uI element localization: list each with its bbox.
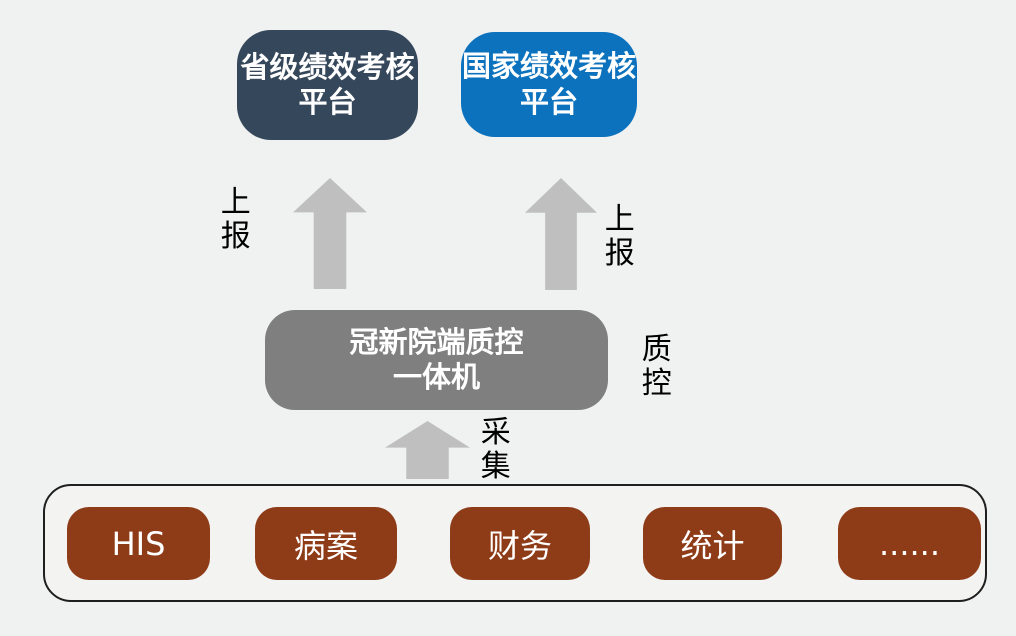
report-label-right: 上报: [604, 202, 635, 271]
up-arrow-collect-icon: [385, 421, 470, 479]
provincial-platform-label: 省级绩效考核 平台: [240, 50, 414, 121]
provincial-platform-line1: 省级绩效考核: [240, 49, 415, 84]
source-box-medical-records-label: 病案: [293, 526, 358, 565]
provincial-platform-line2: 平台: [298, 85, 357, 119]
qc-allinone-label: 冠新院端质控 一体机: [349, 325, 523, 396]
source-box-finance: 财务: [450, 507, 590, 580]
qc-allinone-line2: 一体机: [392, 360, 480, 394]
source-box-his: HIS: [67, 507, 210, 580]
up-arrow-to-national-icon: [525, 178, 597, 290]
source-box-statistics-label: 统计: [680, 526, 745, 565]
source-box-others-label: ......: [878, 524, 941, 563]
report-label-left: 上报: [220, 185, 251, 254]
qc-allinone-box: 冠新院端质控 一体机: [265, 310, 608, 410]
quality-control-label: 质控: [641, 332, 672, 401]
up-arrow-to-provincial-icon: [293, 178, 367, 289]
source-box-medical-records: 病案: [255, 507, 397, 580]
source-box-others: ......: [838, 507, 981, 580]
national-platform-line2: 平台: [519, 84, 578, 119]
qc-allinone-line1: 冠新院端质控: [349, 324, 524, 359]
collect-label: 采集: [480, 415, 511, 484]
source-box-finance-label: 财务: [487, 526, 552, 565]
national-platform-line1: 国家绩效考核: [461, 49, 636, 84]
source-box-statistics: 统计: [643, 507, 782, 580]
national-platform-box: 国家绩效考核 平台: [461, 32, 637, 137]
national-platform-label: 国家绩效考核 平台: [462, 49, 636, 120]
source-box-his-label: HIS: [111, 524, 166, 563]
provincial-platform-box: 省级绩效考核 平台: [237, 30, 418, 140]
